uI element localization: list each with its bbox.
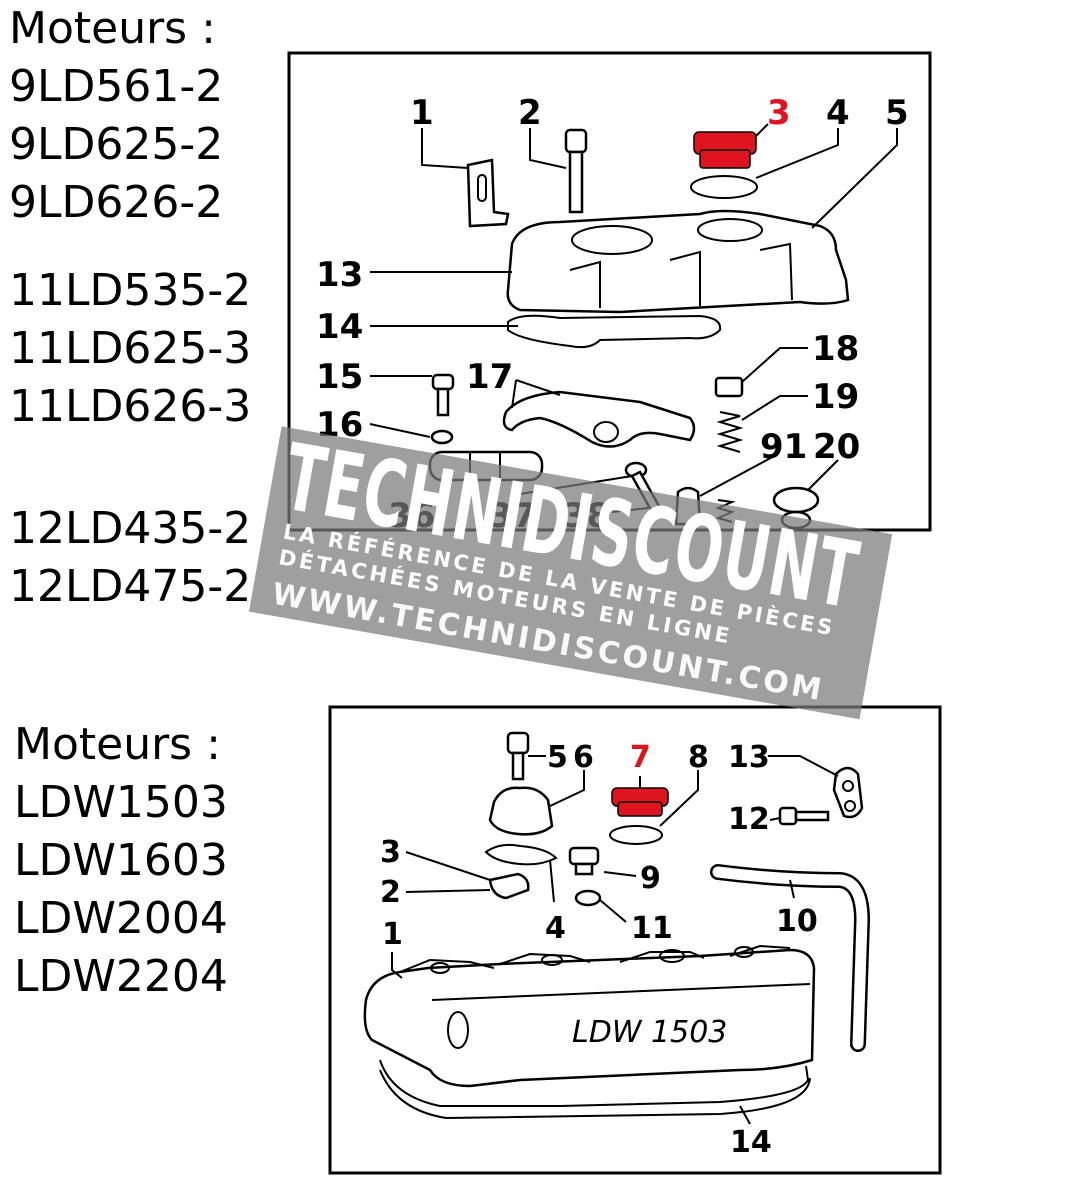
bracket-part	[466, 158, 510, 228]
engine-list-heading: Moteurs :	[9, 3, 216, 54]
callout-label: 4	[545, 911, 566, 946]
rocker-arm-part	[502, 390, 696, 448]
engine-list-heading: Moteurs :	[14, 719, 221, 770]
bolt-part	[564, 128, 588, 214]
engine-model: 9LD561-2	[9, 61, 224, 112]
callout-label: 10	[776, 904, 818, 939]
callout-label: 17	[466, 357, 513, 397]
cover-model-stamp: LDW 1503	[572, 1015, 727, 1050]
plug-part	[568, 846, 600, 876]
bolt-part	[506, 731, 530, 781]
engine-model: 11LD626-3	[9, 381, 252, 432]
spring-part	[716, 411, 744, 453]
cover-gasket-part	[379, 1059, 811, 1120]
engine-model: 9LD626-2	[9, 177, 224, 228]
callout-label: 15	[316, 357, 363, 397]
washer-part	[430, 429, 454, 445]
callout-label: 12	[728, 802, 770, 837]
engine-model: 12LD435-2	[9, 503, 252, 554]
callout-label: 91	[760, 427, 807, 467]
engine-model: LDW1503	[14, 777, 228, 828]
callouts-bottom: 5 6 7 8 13 12 3 2 9 4 11 10 1 14	[380, 740, 818, 1160]
callout-label: 14	[316, 307, 363, 347]
engine-list-top: Moteurs : 9LD561-2 9LD625-2 9LD626-2 11L…	[9, 0, 251, 616]
washer-part	[574, 889, 602, 907]
valve-cover-part: LDW 1503	[363, 944, 816, 1088]
callout-label: 4	[826, 93, 850, 133]
callout-label: 8	[688, 740, 709, 775]
breather-housing-part	[488, 786, 554, 836]
diagram-frame-bottom	[328, 705, 942, 1175]
valve-cover-part	[506, 209, 850, 314]
screw-part	[431, 373, 455, 417]
engine-model: 11LD625-3	[9, 323, 252, 374]
screw-part	[778, 806, 830, 826]
callout-label: 2	[518, 93, 542, 133]
engine-model: LDW1603	[14, 835, 228, 886]
nut-part	[714, 376, 744, 398]
callout-label: 19	[812, 377, 859, 417]
filler-cap-part	[611, 787, 669, 817]
callout-label: 11	[631, 911, 673, 946]
breather-gasket-part	[484, 843, 558, 866]
callout-label: 20	[813, 427, 860, 467]
callout-label: 2	[380, 875, 401, 910]
gasket-part	[507, 314, 722, 349]
callout-label-highlighted: 3	[767, 93, 791, 133]
callout-label: 6	[573, 740, 594, 775]
callout-label: 13	[316, 255, 363, 295]
lifting-eye-part	[832, 766, 864, 819]
engine-model: 11LD535-2	[9, 265, 252, 316]
seal-ring-part	[690, 175, 758, 199]
filler-cap-part	[693, 131, 757, 169]
callout-label: 13	[728, 740, 770, 775]
engine-model: LDW2004	[14, 893, 228, 944]
callout-label: 5	[885, 93, 909, 133]
callout-label: 5	[547, 740, 568, 775]
callout-label: 9	[640, 861, 661, 896]
callout-label: 1	[382, 917, 403, 952]
callout-label: 1	[410, 93, 434, 133]
watermark-background	[248, 426, 893, 720]
callout-label: 3	[380, 835, 401, 870]
engine-model: 12LD475-2	[9, 561, 252, 612]
engine-model: LDW2204	[14, 951, 228, 1002]
leader-lines-bottom	[391, 755, 839, 1125]
breather-valve-part	[488, 872, 530, 900]
seal-ring-part	[609, 825, 663, 845]
engine-model: 9LD625-2	[9, 119, 224, 170]
engine-list-bottom: Moteurs : LDW1503 LDW1603 LDW2004 LDW220…	[14, 716, 228, 1006]
callout-label: 14	[730, 1125, 772, 1160]
callout-label: 18	[812, 329, 859, 369]
callout-label-highlighted: 7	[630, 740, 651, 775]
